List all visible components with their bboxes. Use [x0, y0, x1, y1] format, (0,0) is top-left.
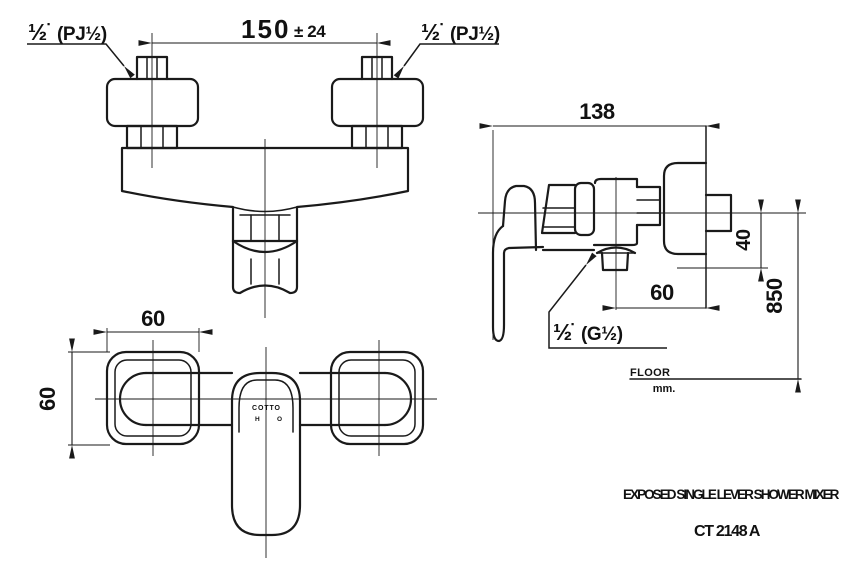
- spout-facets: [250, 258, 280, 285]
- union-nut-bulge-arc: [231, 239, 299, 253]
- dim-60h-extensions: [68, 351, 110, 446]
- lever-knob: [501, 184, 538, 252]
- cartridge-shoulder-arc: [232, 206, 298, 213]
- outlet-label: ½ ▪ (G½): [548, 252, 667, 349]
- outlet-boss-arc: [595, 246, 637, 255]
- handle-plan-outline: [230, 371, 302, 537]
- dim-60h-value: 60: [35, 387, 60, 411]
- outlet-leader: [548, 252, 667, 349]
- in-wall-stub: [704, 193, 733, 233]
- outlet-thread: (G½): [581, 324, 623, 345]
- dim-60-offset-value: 60: [650, 280, 674, 305]
- inlet-label-left: ½ ▪ (PJ½): [27, 19, 135, 79]
- pipe-stub-left-threads: [146, 56, 158, 80]
- pipe-stub-right-threads: [371, 56, 383, 80]
- hex-nut-left-facets: [140, 125, 164, 149]
- floor-label: FLOOR: [630, 367, 670, 379]
- outlet-size: ½: [553, 319, 572, 345]
- escutcheon-left: [105, 77, 200, 128]
- union-nut-facets: [636, 199, 661, 214]
- inlet-left-thread: (PJ½): [57, 24, 107, 45]
- dim-150-tolerance: ± 24: [294, 22, 326, 41]
- body-bar-left-cap: [118, 371, 148, 427]
- inlet-right-thread: (PJ½): [450, 24, 500, 45]
- dim-60w-value: 60: [141, 306, 165, 331]
- dim-138-value: 138: [579, 99, 615, 124]
- side-view: 138 40 850 60 ½: [478, 99, 806, 395]
- body-bar-lines: [144, 371, 387, 427]
- inlet-right-leader: [393, 43, 499, 79]
- cartridge-upper-facets: [250, 214, 280, 242]
- dim-40-value: 40: [733, 229, 755, 251]
- cap-ring: [573, 181, 596, 237]
- inlet-label-right: ½ ▪ (PJ½): [393, 19, 500, 79]
- front-view: 150 ± 24 ½ ▪ (PJ½) ½ ▪ (PJ½): [27, 14, 500, 318]
- escutcheon-right: [330, 77, 425, 128]
- inlet-left-leader: [27, 43, 135, 79]
- cold-mark: O: [277, 416, 282, 423]
- inlet-right-size: ½: [421, 19, 440, 45]
- cartridge-cap: [540, 183, 596, 252]
- model-number: CT 2148 A: [694, 523, 761, 540]
- inlet-left-size: ½: [28, 19, 47, 45]
- body-bar-right-cap: [383, 371, 413, 427]
- flange-right-outer: [329, 350, 425, 446]
- outlet-nut: [600, 251, 630, 272]
- hex-nut-right-facets: [365, 125, 389, 149]
- unit-label: mm.: [653, 383, 676, 395]
- dim-150-value: 150: [241, 14, 288, 44]
- pipe-stub-right: [360, 55, 394, 81]
- outlet-inch-mark: ▪: [571, 319, 574, 329]
- pipe-stub-left: [135, 55, 169, 81]
- flange-right-inner: [338, 359, 416, 437]
- drawing-title: EXPOSED SINGLE LEVER SHOWER MIXER: [623, 487, 840, 502]
- plan-view: COTTO H O 60 60: [35, 306, 437, 558]
- cartridge-cap-rings: [542, 207, 576, 228]
- handle-plan-inner: [238, 379, 294, 433]
- dim-850-value: 850: [762, 278, 787, 314]
- valve-body-side: [592, 177, 639, 247]
- mixer-body-front: [120, 146, 410, 295]
- hot-mark: H: [255, 416, 260, 423]
- flange-left-outer: [105, 350, 201, 446]
- title-block: EXPOSED SINGLE LEVER SHOWER MIXER CT 214…: [623, 487, 840, 540]
- inlet-left-inch-mark: ▪: [47, 19, 50, 29]
- lever-blade: [491, 224, 545, 343]
- wall-plate: [662, 161, 708, 256]
- flange-left-inner: [114, 359, 192, 437]
- union-nut-side: [635, 185, 662, 227]
- inlet-right-inch-mark: ▪: [440, 19, 443, 29]
- brand-logo: COTTO: [252, 405, 281, 412]
